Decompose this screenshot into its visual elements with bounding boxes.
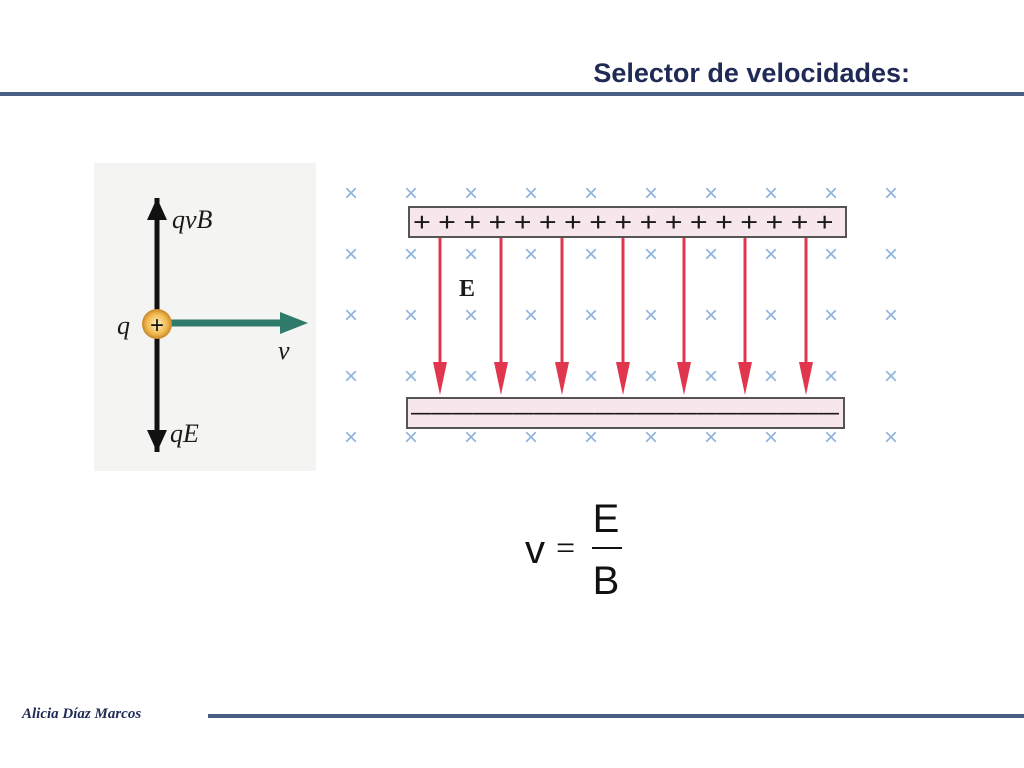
b-field-cross: × [404, 302, 418, 329]
formula-lhs: v [525, 528, 545, 572]
b-field-cross: × [644, 363, 658, 390]
e-field-arrowhead [494, 362, 508, 395]
positive-plate [408, 206, 847, 238]
top-divider [0, 92, 1024, 96]
b-field-cross: × [824, 424, 838, 451]
negative-plate [406, 397, 845, 429]
b-field-cross: × [344, 363, 358, 390]
b-field-cross: × [404, 363, 418, 390]
b-field-cross: × [884, 363, 898, 390]
b-field-cross: × [644, 241, 658, 268]
field-label: E [459, 276, 475, 302]
b-field-cross: × [644, 180, 658, 207]
force-down-arrowhead [147, 430, 167, 452]
b-field-cross: × [584, 302, 598, 329]
b-field-cross: × [464, 363, 478, 390]
force-up-label: qvB [172, 205, 213, 234]
b-field-cross: × [704, 241, 718, 268]
b-field-cross: × [524, 363, 538, 390]
e-field-arrowhead [738, 362, 752, 395]
b-field-cross: × [884, 241, 898, 268]
b-field-cross: × [404, 241, 418, 268]
b-field-cross: × [824, 180, 838, 207]
velocity-arrowhead [280, 312, 308, 334]
charge-label: q [117, 311, 130, 340]
electric-field-lines [433, 238, 813, 395]
b-field-cross: × [404, 180, 418, 207]
b-field-cross: × [764, 363, 778, 390]
b-field-cross: × [764, 241, 778, 268]
b-field-cross: × [644, 424, 658, 451]
b-field-cross: × [704, 363, 718, 390]
b-field-cross: × [764, 180, 778, 207]
formula-equals: = [556, 530, 575, 567]
velocity-formula: v = E B [525, 497, 622, 603]
formula-numerator: E [593, 497, 620, 541]
b-field-cross: × [764, 424, 778, 451]
b-field-cross: × [824, 302, 838, 329]
b-field-cross: × [524, 424, 538, 451]
force-diagram: + qvB q v qE [94, 163, 316, 471]
scan-background [94, 163, 316, 471]
b-field-cross: × [824, 241, 838, 268]
e-field-arrowhead [433, 362, 447, 395]
b-field-cross: × [644, 302, 658, 329]
bottom-divider [208, 714, 1024, 718]
e-field-arrowhead [555, 362, 569, 395]
b-field-cross: × [764, 302, 778, 329]
force-up-arrowhead [147, 198, 167, 220]
velocity-label: v [278, 336, 290, 365]
b-field-cross: × [584, 424, 598, 451]
b-field-cross: × [704, 424, 718, 451]
force-down-label: qE [170, 419, 199, 448]
e-field-arrowhead [799, 362, 813, 395]
field-diagram: × × × × × × × × × × × × × × × × × × × × × × × × × × × × × × × × × × × × × × × ×… [344, 180, 898, 451]
b-field-cross: × [704, 180, 718, 207]
b-field-cross: × [524, 180, 538, 207]
b-field-cross: × [584, 241, 598, 268]
author-footer: Alicia Díaz Marcos [22, 706, 142, 722]
b-field-cross: × [584, 363, 598, 390]
b-field-cross: × [344, 241, 358, 268]
charge-sign: + [150, 312, 164, 339]
b-field-cross: × [584, 180, 598, 207]
e-field-arrowhead [616, 362, 630, 395]
b-field-cross: × [464, 302, 478, 329]
slide-title: Selector de velocidades: [593, 58, 910, 88]
e-field-arrowhead [677, 362, 691, 395]
positive-plate-signs: +++++++++++++++++ [413, 207, 841, 237]
b-field-cross: × [464, 180, 478, 207]
b-field-cross: × [884, 424, 898, 451]
b-field-cross: × [464, 241, 478, 268]
b-field-cross: × [524, 241, 538, 268]
b-field-cross: × [344, 302, 358, 329]
b-field-cross: × [884, 302, 898, 329]
b-field-cross: × [524, 302, 538, 329]
b-field-cross: × [884, 180, 898, 207]
b-field-cross: × [404, 424, 418, 451]
charge-particle [142, 309, 172, 339]
b-field-cross: × [464, 424, 478, 451]
b-field-cross: × [344, 424, 358, 451]
negative-plate-signs: ––––––––––––––––––––– [411, 399, 840, 426]
magnetic-field-crosses: × × × × × × × × × × × × × × × × × × × × × × × × × × × × × × × × × × × × × × × ×… [344, 180, 898, 451]
b-field-cross: × [824, 363, 838, 390]
formula-denominator: B [593, 559, 620, 603]
b-field-cross: × [344, 180, 358, 207]
b-field-cross: × [704, 302, 718, 329]
